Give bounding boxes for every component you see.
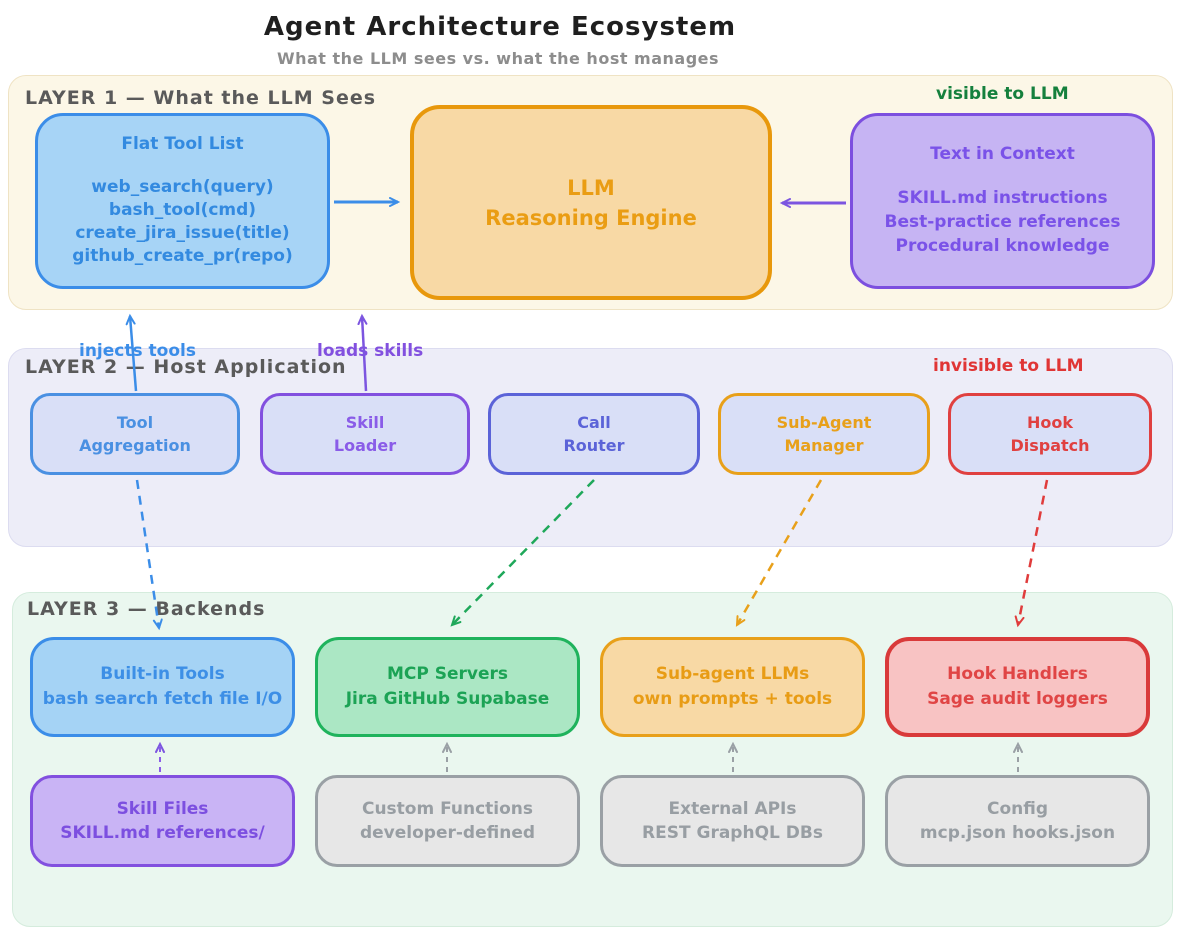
layer1-label: LAYER 1 — What the LLM Sees: [25, 87, 377, 109]
node-title: Skill Files: [116, 799, 209, 819]
invisible-to-llm-badge: invisible to LLM: [933, 356, 1084, 376]
context-item: Procedural knowledge: [895, 236, 1110, 256]
node-line: Manager: [784, 436, 864, 455]
hook-handlers-node: Hook Handlers Sage audit loggers: [885, 637, 1150, 737]
diagram-title: Agent Architecture Ecosystem: [263, 12, 737, 42]
node-line: Aggregation: [79, 436, 191, 455]
tool-item: github_create_pr(repo): [72, 246, 293, 266]
node-line: Call: [577, 413, 611, 432]
node-subtitle: developer-defined: [359, 823, 536, 843]
config-node: Config mcp.json hooks.json: [885, 775, 1150, 867]
diagram-subtitle: What the LLM sees vs. what the host mana…: [276, 49, 720, 68]
node-line: Sub-Agent: [776, 413, 872, 432]
llm-engine-line1: LLM: [567, 175, 615, 200]
context-item: Best-practice references: [884, 212, 1121, 232]
node-title: Config: [986, 799, 1049, 819]
flat-tool-list-title: Flat Tool List: [121, 134, 244, 154]
tool-aggregation-node: Tool Aggregation: [30, 393, 240, 475]
visible-to-llm-badge: visible to LLM: [936, 84, 1069, 104]
external-apis-node: External APIs REST GraphQL DBs: [600, 775, 865, 867]
node-title: External APIs: [668, 799, 797, 819]
node-title: Sub-agent LLMs: [655, 664, 810, 684]
node-subtitle: own prompts + tools: [632, 689, 833, 709]
node-subtitle: SKILL.md references/: [60, 823, 265, 843]
node-subtitle: bash search fetch file I/O: [42, 689, 283, 709]
node-line: Skill: [345, 413, 385, 432]
flat-tool-list-node: Flat Tool List web_search(query) bash_to…: [35, 113, 330, 289]
llm-engine-line2: Reasoning Engine: [485, 205, 697, 230]
node-title: Hook Handlers: [947, 664, 1088, 684]
node-title: Built-in Tools: [100, 664, 225, 684]
mcp-servers-node: MCP Servers Jira GitHub Supabase: [315, 637, 580, 737]
skill-loader-node: Skill Loader: [260, 393, 470, 475]
call-router-node: Call Router: [488, 393, 700, 475]
text-in-context-node: Text in Context SKILL.md instructions Be…: [850, 113, 1155, 289]
sub-agent-llms-node: Sub-agent LLMs own prompts + tools: [600, 637, 865, 737]
node-line: Loader: [333, 436, 397, 455]
context-item: SKILL.md instructions: [897, 188, 1108, 208]
node-subtitle: REST GraphQL DBs: [642, 823, 823, 843]
hook-dispatch-node: Hook Dispatch: [948, 393, 1152, 475]
custom-functions-node: Custom Functions developer-defined: [315, 775, 580, 867]
node-line: Dispatch: [1010, 436, 1090, 455]
built-in-tools-node: Built-in Tools bash search fetch file I/…: [30, 637, 295, 737]
node-line: Tool: [116, 413, 154, 432]
node-line: Router: [563, 436, 625, 455]
layer2-label: LAYER 2 — Host Application: [25, 356, 347, 378]
node-subtitle: Jira GitHub Supabase: [345, 689, 550, 709]
llm-reasoning-engine-node: LLM Reasoning Engine: [410, 105, 772, 300]
layer3-label: LAYER 3 — Backends: [27, 598, 266, 620]
tool-item: web_search(query): [91, 177, 274, 197]
tool-item: bash_tool(cmd): [108, 200, 257, 220]
node-title: Custom Functions: [361, 799, 534, 819]
node-subtitle: Sage audit loggers: [927, 689, 1108, 709]
loads-skills-label: loads skills: [317, 341, 424, 361]
tool-item: create_jira_issue(title): [75, 223, 290, 243]
skill-files-node: Skill Files SKILL.md references/: [30, 775, 295, 867]
injects-tools-label: injects tools: [79, 341, 196, 361]
sub-agent-manager-node: Sub-Agent Manager: [718, 393, 930, 475]
node-line: Hook: [1026, 413, 1073, 432]
node-subtitle: mcp.json hooks.json: [919, 823, 1116, 843]
node-title: MCP Servers: [386, 664, 509, 684]
text-in-context-title: Text in Context: [930, 144, 1075, 164]
